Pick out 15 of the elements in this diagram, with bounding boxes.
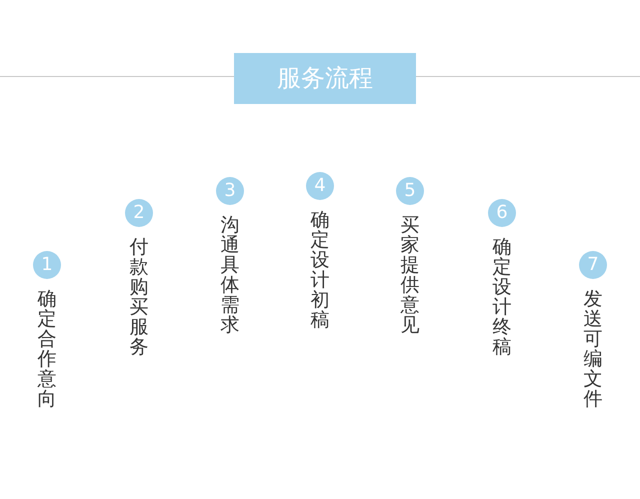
- step-label: 沟通具体需求: [220, 215, 240, 335]
- step-label: 买家提供意见: [400, 215, 420, 335]
- title-banner: 服务流程: [234, 53, 416, 104]
- step-number: 5: [396, 177, 424, 205]
- step-label: 付款购买服务: [129, 237, 149, 357]
- step-number: 4: [306, 172, 334, 200]
- step-label: 确定合作意向: [37, 289, 57, 409]
- step-number: 3: [216, 177, 244, 205]
- step-number: 7: [579, 251, 607, 279]
- step-number: 6: [488, 199, 516, 227]
- step-label: 发送可编文件: [583, 289, 603, 409]
- step-label: 确定设计终稿: [492, 237, 512, 357]
- step-number: 2: [125, 199, 153, 227]
- step-label: 确定设计初稿: [310, 210, 330, 330]
- step-number: 1: [33, 251, 61, 279]
